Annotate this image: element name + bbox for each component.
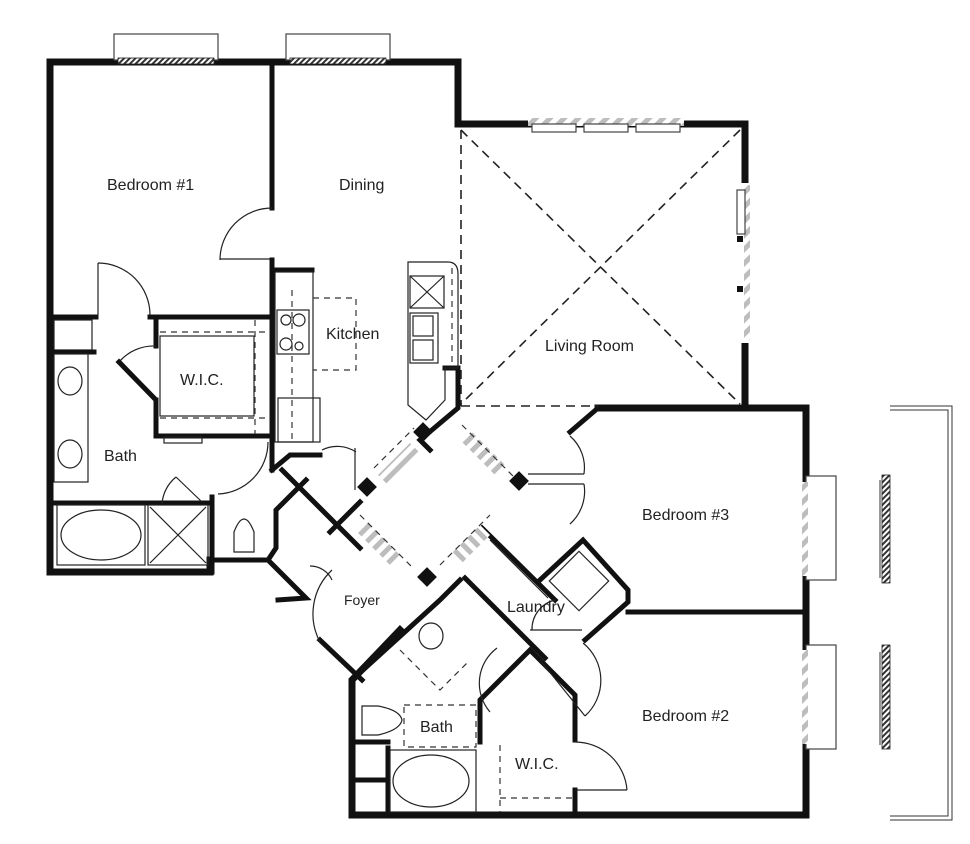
room-labels: Bedroom #1 Dining Living Room Kitchen W.… [104, 177, 729, 773]
window-living-right [736, 183, 752, 343]
balcony [879, 405, 953, 821]
window-bedroom-1 [113, 33, 219, 65]
window-bedroom-2 [802, 644, 837, 750]
kitchen-fixtures [274, 261, 459, 443]
label-bedroom-1: Bedroom #1 [107, 177, 194, 194]
label-living-room: Living Room [545, 338, 634, 355]
label-kitchen: Kitchen [326, 326, 379, 343]
bath-1-fixtures [53, 353, 255, 566]
label-wic-1: W.I.C. [180, 372, 224, 389]
label-foyer: Foyer [344, 592, 380, 608]
hall-openings [355, 424, 515, 570]
window-bedroom-3 [802, 475, 837, 581]
label-dining: Dining [339, 177, 384, 194]
interior-walls [49, 59, 809, 818]
wic-2-shelves [499, 745, 572, 812]
door-swings [97, 207, 628, 791]
living-room-outline [460, 129, 741, 407]
label-laundry: Laundry [507, 599, 565, 616]
label-bedroom-2: Bedroom #2 [642, 708, 729, 725]
label-bath-2: Bath [420, 719, 453, 736]
bath-2-fixtures [361, 622, 477, 813]
laundry-fixtures [489, 539, 610, 612]
window-dining [285, 33, 391, 65]
label-bedroom-3: Bedroom #3 [642, 507, 729, 524]
window-living-top [528, 118, 684, 133]
label-bath-1: Bath [104, 448, 137, 465]
label-wic-2: W.I.C. [515, 756, 559, 773]
wic-1-shelves [159, 320, 268, 444]
